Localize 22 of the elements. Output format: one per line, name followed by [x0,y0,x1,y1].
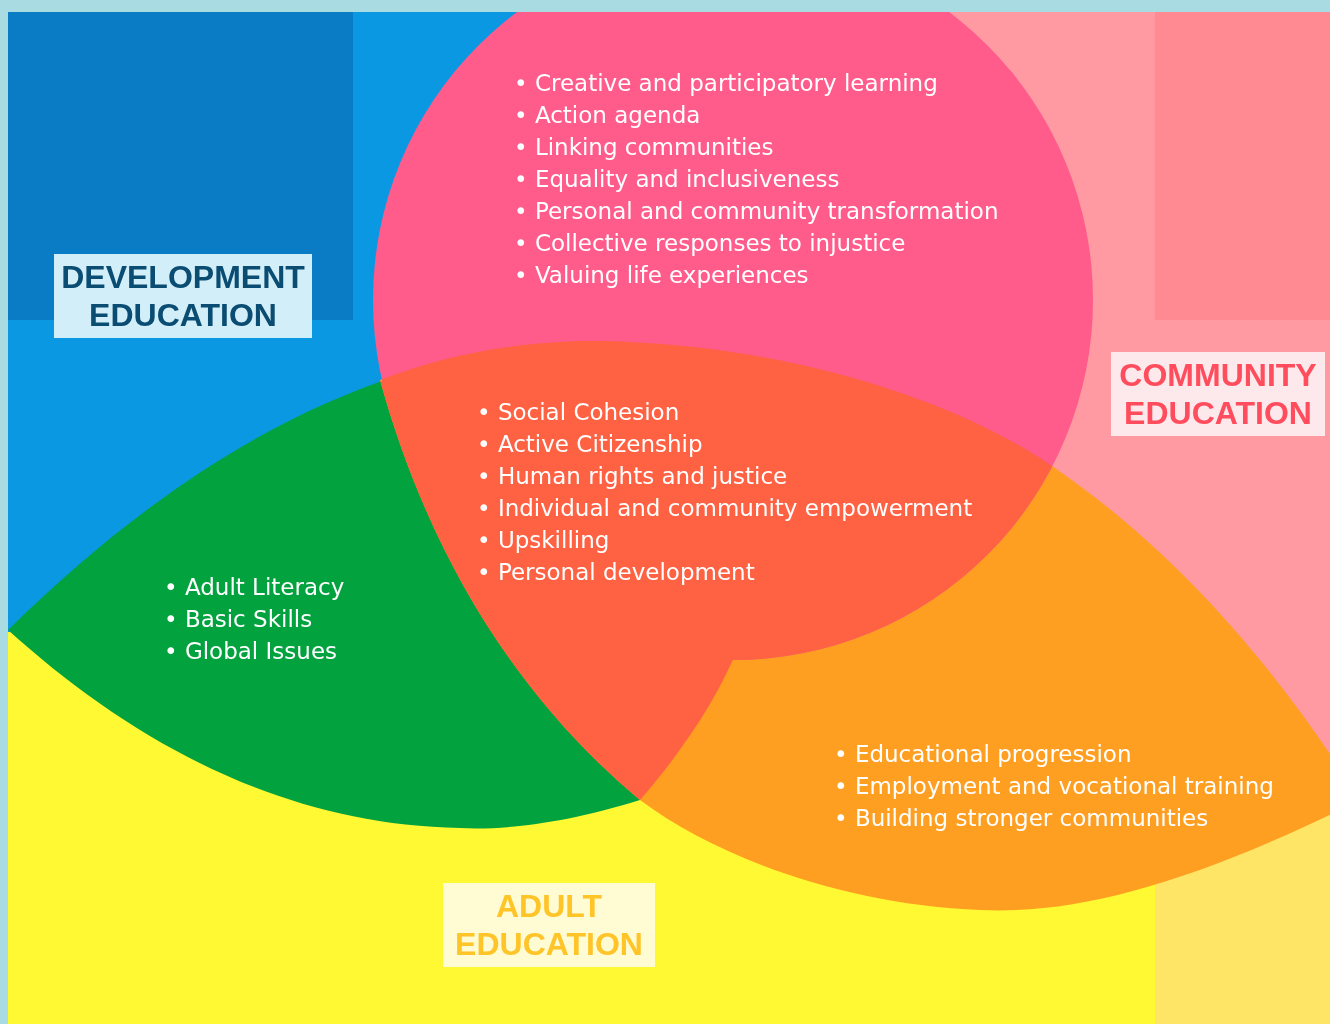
list-item: • Global Issues [164,637,338,666]
list-item: • Valuing life experiences [514,261,809,290]
list-item: • Active Citizenship [477,430,703,459]
list-item: • Collective responses to injustice [514,229,906,258]
list-item: • Personal and community transformation [514,197,999,226]
list-item: • Building stronger communities [834,804,1209,833]
list-item: • Action agenda [514,101,701,130]
list-item: • Individual and community empowerment [477,494,973,523]
list-item: • Human rights and justice [477,462,788,491]
category-label: ADULT EDUCATION [443,883,655,967]
list-item: • Adult Literacy [164,573,345,602]
list-item: • Equality and inclusiveness [514,165,840,194]
list-item: • Basic Skills [164,605,313,634]
category-label: DEVELOPMENT EDUCATION [54,254,312,338]
list-item: • Social Cohesion [477,398,680,427]
list-item: • Linking communities [514,133,774,162]
list-item: • Creative and participatory learning [514,69,938,98]
category-label: COMMUNITY EDUCATION [1111,352,1325,436]
list-item: • Employment and vocational training [834,772,1274,801]
list-item: • Educational progression [834,740,1132,769]
list-item: • Upskilling [477,526,610,555]
list-item: • Personal development [477,558,755,587]
